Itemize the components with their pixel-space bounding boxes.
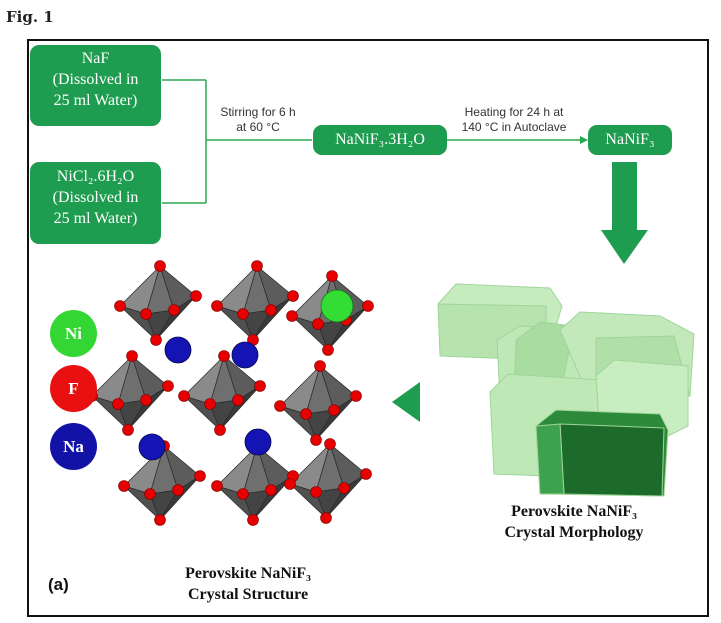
crystal-morphology-graphic	[437, 283, 695, 497]
flow-connectors	[162, 79, 582, 204]
legend-ni: Ni	[50, 310, 97, 357]
fluorine-atom	[112, 398, 124, 410]
fluorine-atom	[172, 484, 184, 496]
octahedron-face	[327, 305, 369, 351]
morphology-caption-line2: Crystal Morphology	[504, 524, 644, 541]
fluorine-atom	[360, 468, 372, 480]
fluorine-atom	[204, 398, 216, 410]
fluorine-atom	[218, 350, 230, 362]
octahedron-face	[127, 385, 169, 431]
fluorine-atom	[338, 482, 350, 494]
fluorine-atom	[328, 404, 340, 416]
fluorine-atom	[140, 394, 152, 406]
octahedron-face	[159, 475, 201, 521]
fluorine-atom	[320, 512, 332, 524]
down-arrow-icon	[601, 162, 648, 264]
heating-step-label: Heating for 24 h at 140 °C in Autoclave	[450, 105, 578, 135]
sodium-atom	[138, 433, 166, 461]
nicl2-dissolved-label: (Dissolved in	[52, 189, 139, 206]
octahedron-face	[252, 475, 294, 521]
morphology-caption-line1: Perovskite NaNiF₃	[511, 503, 637, 520]
naf-precursor-box: NaF (Dissolved in 25 ml Water)	[30, 45, 161, 126]
fluorine-atom	[324, 438, 336, 450]
fluorine-atom	[237, 308, 249, 320]
fluorine-atom	[114, 300, 126, 312]
octahedron-face	[155, 295, 197, 341]
fluorine-atom	[162, 380, 174, 392]
figure-label: Fig. 1	[6, 8, 54, 26]
figure-frame	[27, 39, 709, 617]
structure-caption: Perovskite NaNiF₃ Crystal Structure	[148, 563, 348, 605]
fluorine-atom	[232, 394, 244, 406]
fluorine-atom	[211, 300, 223, 312]
fluorine-atom	[247, 514, 259, 526]
nicl2-volume-label: 25 ml Water)	[53, 210, 138, 227]
fluorine-atom	[322, 344, 334, 356]
naf-dissolved-label: (Dissolved in	[52, 71, 139, 88]
nicl2-formula: NiCl₂.6H₂O	[56, 168, 135, 185]
fluorine-atom	[190, 290, 202, 302]
fluorine-atom	[286, 310, 298, 322]
structure-caption-line2: Crystal Structure	[187, 586, 309, 603]
heating-step-line2: 140 °C in Autoclave	[461, 120, 567, 134]
legend-f: F	[50, 365, 97, 412]
fluorine-atom	[178, 390, 190, 402]
fluorine-atom	[287, 290, 299, 302]
panel-label: (a)	[48, 575, 69, 594]
fluorine-atom	[150, 334, 162, 346]
sodium-atom	[164, 336, 192, 364]
morphology-caption: Perovskite NaNiF₃ Crystal Morphology	[474, 501, 674, 543]
sodium-atom	[231, 341, 259, 369]
fluorine-atom	[118, 480, 130, 492]
fluorine-atom	[140, 308, 152, 320]
stirring-step-label: Stirring for 6 h at 60 °C	[208, 105, 308, 135]
fluorine-atom	[312, 318, 324, 330]
fluorine-atom	[251, 260, 263, 272]
stirring-step-line2: at 60 °C	[236, 120, 280, 134]
nickel-atom	[320, 289, 354, 323]
fluorine-atom	[214, 424, 226, 436]
nicl2-precursor-box: NiCl₂.6H₂O (Dissolved in 25 ml Water)	[30, 162, 161, 244]
fluorine-atom	[122, 424, 134, 436]
fluorine-atom	[284, 478, 296, 490]
octahedron-face	[315, 395, 357, 441]
fluorine-atom	[194, 470, 206, 482]
fluorine-atom	[168, 304, 180, 316]
octahedron-face	[219, 385, 261, 431]
fluorine-atom	[265, 304, 277, 316]
product-box: NaNiF₃	[588, 125, 672, 155]
fluorine-atom	[350, 390, 362, 402]
fluorine-atom	[144, 488, 156, 500]
fluorine-atom	[265, 484, 277, 496]
fluorine-atom	[237, 488, 249, 500]
fluorine-atom	[154, 260, 166, 272]
fluorine-atom	[362, 300, 374, 312]
fluorine-atom	[310, 486, 322, 498]
sodium-atom	[244, 428, 272, 456]
heating-step-line1: Heating for 24 h at	[464, 105, 564, 119]
legend-na: Na	[50, 423, 97, 470]
intermediate-box: NaNiF₃.3H₂O	[313, 125, 447, 155]
fluorine-atom	[274, 400, 286, 412]
flow-arrowhead	[580, 136, 588, 144]
fluorine-atom	[314, 360, 326, 372]
fluorine-atom	[310, 434, 322, 446]
octahedron-face	[252, 295, 294, 341]
stirring-step-line1: Stirring for 6 h	[220, 105, 296, 119]
fluorine-atom	[300, 408, 312, 420]
naf-formula: NaF	[81, 50, 110, 67]
fluorine-atom	[326, 270, 338, 282]
octahedron-face	[325, 473, 367, 519]
naf-volume-label: 25 ml Water)	[53, 92, 138, 109]
fluorine-atom	[154, 514, 166, 526]
fluorine-atom	[254, 380, 266, 392]
fluorine-atom	[126, 350, 138, 362]
structure-caption-line1: Perovskite NaNiF₃	[185, 565, 311, 582]
fluorine-atom	[211, 480, 223, 492]
left-arrow-icon	[392, 382, 420, 422]
